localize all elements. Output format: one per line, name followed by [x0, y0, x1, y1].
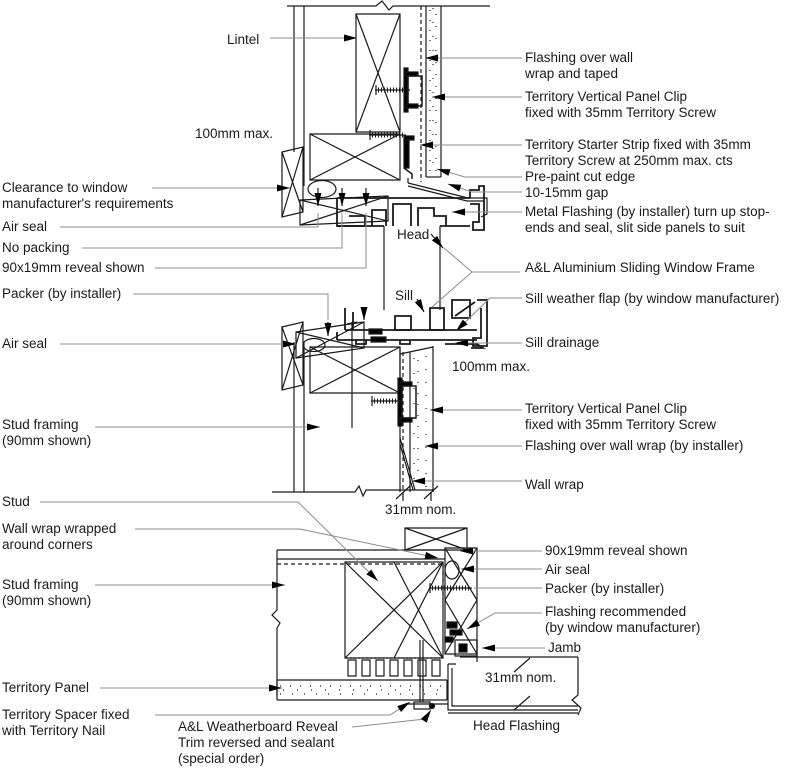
label-31mm-nom-2: 31mm nom. — [485, 670, 557, 685]
label-metal-flashing: Metal Flashing (by installer) turn up st… — [525, 204, 770, 235]
label-reveal-shown-2: 90x19mm reveal shown — [545, 543, 688, 558]
label-no-packing: No packing — [2, 240, 70, 255]
label-starter-strip: Territory Starter Strip fixed with 35mm … — [525, 137, 751, 168]
jamb-plan-linework — [272, 528, 581, 715]
label-stud-framing-1: Stud framing (90mm shown) — [2, 417, 92, 448]
label-packer-1: Packer (by installer) — [2, 286, 122, 301]
label-sill-drainage: Sill drainage — [525, 335, 600, 350]
label-weatherboard-trim: A&L Weatherboard Reveal Trim reversed an… — [178, 719, 338, 766]
label-territory-panel: Territory Panel — [2, 680, 90, 695]
label-wall-wrap: Wall wrap — [525, 477, 584, 492]
label-flashing-taped: Flashing over wall wrap and taped — [525, 50, 634, 81]
label-head: Head — [397, 227, 430, 242]
label-flashing-rec: Flashing recommended (by window manufact… — [545, 604, 701, 635]
label-stud-framing-2: Stud framing (90mm shown) — [2, 577, 92, 608]
sill-detail-linework — [272, 300, 487, 501]
label-air-seal-1: Air seal — [2, 219, 48, 234]
label-lintel: Lintel — [227, 32, 260, 47]
label-wall-wrap-wrapped: Wall wrap wrapped around corners — [2, 521, 117, 552]
label-sill: Sill — [395, 288, 414, 303]
label-jamb: Jamb — [548, 640, 582, 655]
label-clearance: Clearance to window manufacturer's requi… — [2, 180, 174, 211]
label-head-flashing: Head Flashing — [473, 718, 561, 733]
label-stud: Stud — [2, 494, 30, 509]
label-pre-paint-edge: Pre-paint cut edge — [525, 169, 636, 184]
label-31mm-nom-1: 31mm nom. — [385, 502, 457, 517]
label-territory-spacer: Territory Spacer fixed with Territory Na… — [2, 707, 130, 738]
label-flashing-wrap-2: Flashing over wall wrap (by installer) — [525, 438, 744, 453]
label-100mm-max-2: 100mm max. — [452, 359, 531, 374]
label-window-frame: A&L Aluminium Sliding Window Frame — [525, 260, 755, 275]
label-air-seal-3: Air seal — [545, 562, 591, 577]
leader-lines — [40, 34, 545, 727]
label-10-15mm-gap: 10-15mm gap — [525, 185, 609, 200]
label-100mm-max-top: 100mm max. — [195, 126, 274, 141]
label-sill-weather-flap: Sill weather flap (by window manufacture… — [525, 291, 780, 306]
label-reveal-shown-1: 90x19mm reveal shown — [2, 260, 145, 275]
label-packer-2: Packer (by installer) — [545, 581, 665, 596]
label-panel-clip-2: Territory Vertical Panel Clip fixed with… — [525, 401, 717, 432]
label-air-seal-2: Air seal — [2, 336, 48, 351]
head-detail-linework — [282, 1, 490, 312]
label-panel-clip-1: Territory Vertical Panel Clip fixed with… — [525, 89, 717, 120]
